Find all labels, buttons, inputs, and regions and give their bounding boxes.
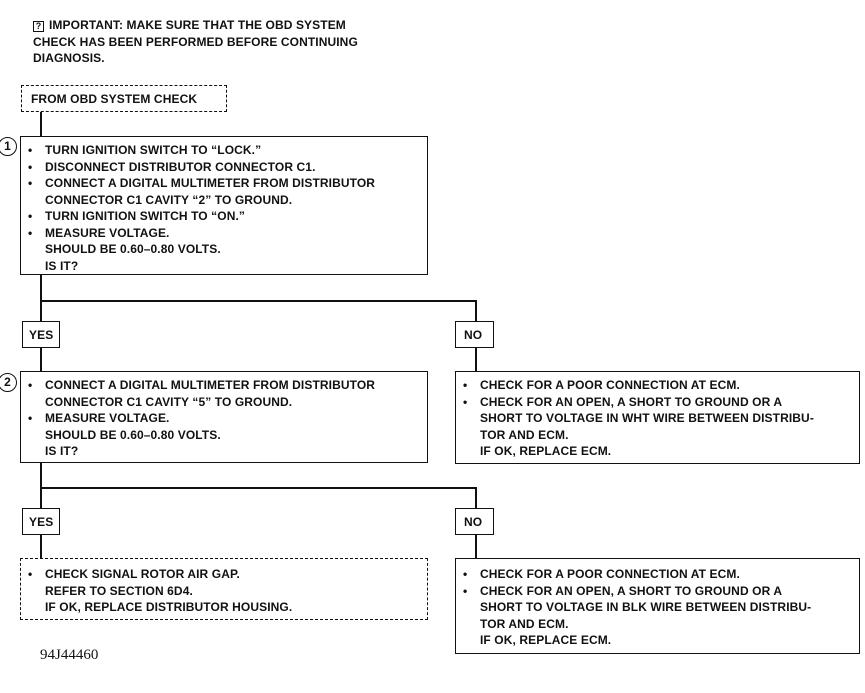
important-label: IMPORTANT: bbox=[49, 18, 124, 32]
step-2-box: CONNECT A DIGITAL MULTIMETER FROM DISTRI… bbox=[20, 371, 428, 463]
step-1-item-5: MEASURE VOLTAGE. bbox=[21, 225, 427, 242]
important-line-2: CHECK HAS BEEN PERFORMED BEFORE CONTINUI… bbox=[33, 34, 358, 49]
step-1-item-4: TURN IGNITION SWITCH TO “ON.” bbox=[21, 208, 427, 225]
branch-1-bar bbox=[40, 300, 477, 302]
no-2-result-item-2-line-3: TOR AND ECM. bbox=[480, 616, 569, 631]
branch-1-stem bbox=[40, 275, 42, 321]
important-note: ? IMPORTANT: MAKE SURE THAT THE OBD SYSTE… bbox=[33, 17, 358, 67]
no-1-result-item-1: CHECK FOR A POOR CONNECTION AT ECM. bbox=[456, 377, 859, 394]
yes-2-result-box: CHECK SIGNAL ROTOR AIR GAP. REFER TO SEC… bbox=[20, 558, 428, 620]
step-1-item-3-line-1: CONNECT A DIGITAL MULTIMETER FROM DISTRI… bbox=[45, 176, 376, 190]
no-1-result-final: IF OK, REPLACE ECM. bbox=[480, 444, 612, 458]
step-1-number: 1 bbox=[0, 137, 17, 156]
branch-2-bar bbox=[40, 487, 477, 489]
yes-1-line bbox=[40, 348, 42, 371]
no-2-result-box: CHECK FOR A POOR CONNECTION AT ECM. CHEC… bbox=[455, 558, 860, 654]
yes-2-label: YES bbox=[29, 515, 54, 529]
figure-id: 94J44460 bbox=[40, 647, 99, 663]
step-1-question: IS IT? bbox=[45, 258, 79, 273]
yes-1-box: YES bbox=[22, 321, 60, 348]
no-1-line bbox=[475, 348, 477, 371]
yes-2-result-line-3: IF OK, REPLACE DISTRIBUTOR HOUSING. bbox=[45, 600, 293, 614]
step-2-item-2: MEASURE VOLTAGE. bbox=[21, 410, 427, 427]
no-1-result-item-2-line-1: CHECK FOR AN OPEN, A SHORT TO GROUND OR … bbox=[480, 394, 783, 409]
yes-2-line bbox=[40, 535, 42, 558]
step-2-item-1-line-1: CONNECT A DIGITAL MULTIMETER FROM DISTRI… bbox=[45, 378, 376, 392]
step-2-item-1-line-2: CONNECTOR C1 CAVITY “5” TO GROUND. bbox=[45, 394, 293, 409]
info-book-icon: ? bbox=[33, 21, 44, 32]
connector-line bbox=[40, 112, 42, 136]
no-1-result-item-2-line-3: TOR AND ECM. bbox=[480, 427, 569, 442]
branch-2-stem bbox=[40, 463, 42, 508]
step-1-item-1: TURN IGNITION SWITCH TO “LOCK.” bbox=[21, 142, 427, 159]
no-2-line bbox=[475, 535, 477, 558]
no-1-label: NO bbox=[464, 328, 483, 342]
step-2-question: IS IT? bbox=[45, 444, 79, 458]
step-2-item-1: CONNECT A DIGITAL MULTIMETER FROM DISTRI… bbox=[21, 377, 427, 410]
no-2-result-item-1: CHECK FOR A POOR CONNECTION AT ECM. bbox=[456, 566, 859, 583]
step-1-item-3: CONNECT A DIGITAL MULTIMETER FROM DISTRI… bbox=[21, 175, 427, 208]
no-2-result-item-2: CHECK FOR AN OPEN, A SHORT TO GROUND OR … bbox=[456, 583, 859, 633]
step-1-box: TURN IGNITION SWITCH TO “LOCK.” DISCONNE… bbox=[20, 136, 428, 275]
no-1-result-item-2-line-2: SHORT TO VOLTAGE IN WHT WIRE BETWEEN DIS… bbox=[480, 411, 814, 425]
step-2-value: SHOULD BE 0.60–0.80 VOLTS. bbox=[45, 427, 221, 442]
no-2-box: NO bbox=[455, 508, 494, 535]
no-2-result-item-2-line-1: CHECK FOR AN OPEN, A SHORT TO GROUND OR … bbox=[480, 583, 783, 598]
step-1-item-3-line-2: CONNECTOR C1 CAVITY “2” TO GROUND. bbox=[45, 192, 293, 207]
step-2-number: 2 bbox=[0, 373, 17, 392]
no-2-result-final: IF OK, REPLACE ECM. bbox=[480, 633, 612, 647]
important-line-1: MAKE SURE THAT THE OBD SYSTEM bbox=[126, 18, 346, 32]
no-1-result-box: CHECK FOR A POOR CONNECTION AT ECM. CHEC… bbox=[455, 371, 860, 464]
no-1-result-item-2: CHECK FOR AN OPEN, A SHORT TO GROUND OR … bbox=[456, 394, 859, 444]
step-1-value: SHOULD BE 0.60–0.80 VOLTS. bbox=[45, 242, 221, 256]
step-1-item-2: DISCONNECT DISTRIBUTOR CONNECTOR C1. bbox=[21, 159, 427, 176]
no-2-result-item-2-line-2: SHORT TO VOLTAGE IN BLK WIRE BETWEEN DIS… bbox=[480, 600, 812, 614]
no-1-box: NO bbox=[455, 321, 494, 348]
yes-2-result-line-2: REFER TO SECTION 6D4. bbox=[45, 583, 193, 598]
start-box: FROM OBD SYSTEM CHECK bbox=[21, 85, 227, 112]
yes-1-label: YES bbox=[29, 328, 54, 342]
start-box-label: FROM OBD SYSTEM CHECK bbox=[31, 92, 198, 106]
yes-2-box: YES bbox=[22, 508, 60, 535]
yes-2-result-item-1: CHECK SIGNAL ROTOR AIR GAP. bbox=[21, 566, 427, 583]
branch-2-no-drop bbox=[475, 487, 477, 508]
branch-1-no-drop bbox=[475, 300, 477, 321]
important-line-3: DIAGNOSIS. bbox=[33, 51, 105, 65]
no-2-label: NO bbox=[464, 515, 483, 529]
